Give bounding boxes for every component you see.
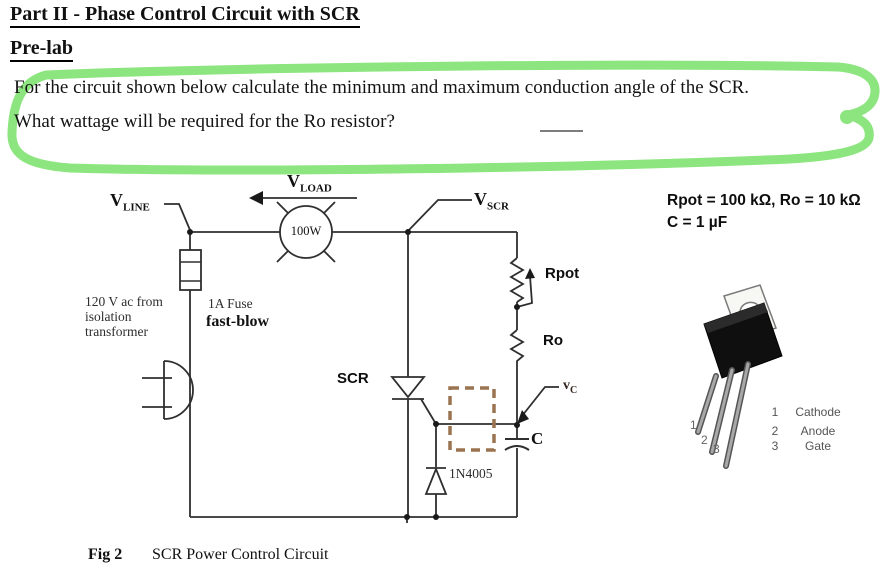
prelab-heading: Pre-lab — [10, 37, 73, 62]
lamp-rating-label: 100W — [290, 224, 322, 238]
vc-connector — [521, 386, 559, 417]
pinout-name-anode: Anode — [800, 424, 836, 439]
ro-symbol — [509, 329, 525, 365]
question-line-2: What wattage will be required for the Ro… — [14, 111, 395, 132]
scr-symbol — [390, 376, 437, 425]
v-load-main: V — [287, 171, 300, 191]
highlight-blob — [840, 110, 854, 124]
fuse-note-line2: fast-blow — [206, 313, 270, 330]
pinout-number-3: 3 — [771, 439, 779, 454]
v-scr-main: V — [474, 189, 487, 209]
v-load-sub: LOAD — [300, 182, 332, 195]
v-scr-sub: SCR — [487, 200, 510, 213]
pinout-number-1: 1 — [771, 405, 779, 419]
source-note-line2: isolation — [85, 308, 132, 324]
diode-symbol — [424, 466, 448, 495]
circuit-wires — [164, 197, 559, 523]
fuse-symbol — [179, 249, 202, 291]
vload-arrowhead — [249, 191, 263, 205]
v-line-main: V — [110, 190, 123, 210]
ac-source-symbol — [142, 360, 194, 420]
component-values: Rpot = 100 kΩ, Ro = 10 kΩ C = 1 µF — [667, 190, 861, 235]
pinout-legend: 1 Cathode 2 Anode 3 Gate — [764, 405, 850, 454]
package-pin3-number: 3 — [713, 442, 720, 456]
diode-label: 1N4005 — [449, 466, 493, 481]
highlight-oval-annotation — [7, 60, 880, 175]
v-scr-label: VSCR — [474, 189, 510, 213]
answer-blank-line — [540, 130, 583, 132]
source-note-line3: transformer — [85, 323, 148, 339]
capacitor-label: C — [531, 429, 544, 448]
vscr-connector — [407, 199, 472, 232]
rpot-wiper-arrowhead — [525, 268, 535, 279]
figure-caption: SCR Power Control Circuit — [152, 546, 329, 563]
capacitor-symbol — [504, 438, 530, 451]
rpot-symbol — [509, 257, 533, 308]
rpot-label: Rpot — [545, 265, 580, 282]
pinout-row-cathode: 1 Cathode — [764, 405, 850, 419]
to220-leads-outline — [695, 361, 751, 469]
v-c-label: vC — [563, 378, 577, 396]
pinout-name-cathode: Cathode — [795, 405, 841, 419]
package-pin2-number: 2 — [701, 433, 708, 447]
lamp-symbol — [276, 201, 336, 263]
question-line-1: For the circuit shown below calculate th… — [14, 77, 750, 98]
source-note: 120 V ac from isolation transformer — [85, 294, 163, 340]
scr-label: SCR — [337, 370, 369, 387]
vline-connector — [164, 203, 191, 231]
figure-label: Fig 2 — [88, 546, 123, 563]
v-line-sub: LINE — [123, 201, 150, 214]
page-title: Part II - Phase Control Circuit with SCR — [10, 3, 360, 28]
pinout-row-gate: 3 Gate — [764, 440, 850, 453]
to220-package-image — [695, 284, 783, 469]
package-pin1-number: 1 — [690, 418, 697, 432]
fuse-note-line1: 1A Fuse — [208, 296, 253, 311]
v-load-label: VLOAD — [287, 171, 332, 195]
v-line-label: VLINE — [110, 190, 150, 214]
v-c-main: v — [563, 378, 570, 393]
pinout-row-anode: 2 Anode — [764, 424, 850, 439]
dashed-highlight-box — [448, 386, 496, 452]
values-line1: Rpot = 100 kΩ, Ro = 10 kΩ — [667, 192, 861, 209]
values-line2: C = 1 µF — [667, 214, 728, 232]
pinout-number-2: 2 — [771, 424, 779, 439]
junction-dots — [187, 229, 520, 520]
vc-arrowhead — [517, 410, 529, 424]
ro-label: Ro — [543, 332, 563, 349]
v-c-sub: C — [570, 384, 578, 396]
to220-leads — [696, 362, 750, 468]
source-note-line1: 120 V ac from — [85, 294, 163, 309]
pinout-name-gate: Gate — [804, 439, 831, 454]
